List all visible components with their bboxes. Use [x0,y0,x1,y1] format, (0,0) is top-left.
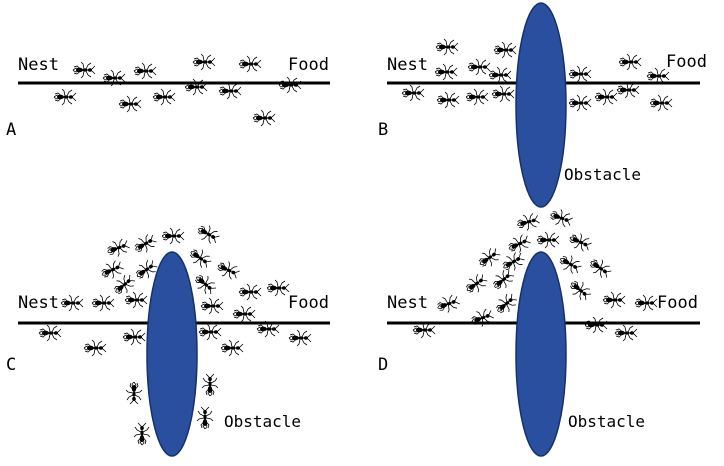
panel-b: Nest Food B Obstacle [378,2,707,208]
ant-icon [193,221,223,247]
ant-icon [488,66,512,84]
ant-icon [566,229,594,255]
ant-icon [185,244,215,272]
ant-icon [401,84,425,102]
ant-icon [122,328,146,346]
ant-icon [491,85,515,103]
panel-d: Nest Food D Obstacle [378,206,700,457]
ant-icon [467,58,491,76]
food-label: Food [666,52,707,72]
ants-group [53,53,302,127]
ant-icon [152,88,176,106]
ant-icon [98,257,126,283]
panel-c: Nest Food C Obstacle [6,221,330,457]
ant-icon [565,276,595,304]
ant-icon [192,53,216,71]
ant-icon [618,53,642,71]
ant-icon [196,406,214,430]
ant-icon [252,109,276,127]
panel-label: C [6,355,16,375]
food-label: Food [288,293,329,313]
ant-icon [435,38,459,56]
ant-icon [602,291,626,309]
obstacle-ellipse [515,2,567,208]
ant-icon [585,254,615,282]
nest-label: Nest [18,55,59,75]
ant-icon [465,88,489,106]
ant-icon [505,231,533,257]
panel-a: Nest Food A [6,53,330,140]
nest-label: Nest [18,293,59,313]
ant-icon [555,251,585,277]
ant-icon [594,88,618,106]
ant-icon [83,339,107,357]
ant-icon [634,294,658,312]
ant-icon [109,271,139,299]
food-label: Food [657,293,698,313]
panel-label: A [6,120,16,140]
ant-icon [491,290,521,318]
ant-icon [161,227,185,245]
ant-icon [514,210,542,234]
nest-label: Nest [387,55,428,75]
ant-icon [133,62,157,80]
ant-icon [118,95,142,113]
ant-icon [72,61,96,79]
ant-icon [125,381,143,405]
obstacle-label: Obstacle [568,412,645,431]
ant-icon [584,316,608,334]
ant-icon [238,283,262,301]
panel-label: D [378,355,388,375]
ant-icon [60,294,84,312]
ant-icon [434,292,462,316]
ant-icon [198,323,222,341]
food-label: Food [288,55,329,75]
ant-icon [568,94,592,112]
ant-icon [218,82,242,100]
obstacle-ellipse [515,251,567,457]
ant-icon [133,422,151,446]
ant-icon [266,279,290,297]
ant-icon [190,270,220,298]
ant-icon [104,236,132,260]
ant-icon [91,294,115,312]
ant-icon [220,339,244,357]
ant-icon [488,266,518,294]
nest-label: Nest [387,293,428,313]
ant-icon [124,291,148,309]
ant-icon [238,55,262,73]
ant-icon [568,65,592,83]
ant-icon [232,305,256,323]
ant-icon [493,41,517,59]
ant-icon [536,231,560,249]
ant-icon [547,206,575,230]
ant-icon [474,244,504,272]
ant-icon [434,63,458,81]
ant-icon [649,94,673,112]
panel-label: B [378,120,388,140]
ant-icon [214,257,242,283]
ant-icon [53,88,77,106]
ant-icon [184,78,208,96]
ant-icon [278,76,302,94]
ant-icon [130,231,160,257]
ant-icon [614,324,638,342]
ant-icon [436,91,460,109]
ant-icon [461,270,491,298]
ant-icon [201,373,219,397]
obstacle-label: Obstacle [224,412,301,431]
ant-icon [200,297,224,315]
ant-icon [468,306,496,330]
ant-icon [38,324,62,342]
obstacle-ellipse [146,251,198,457]
obstacle-label: Obstacle [564,165,641,184]
ant-icon [288,329,312,347]
